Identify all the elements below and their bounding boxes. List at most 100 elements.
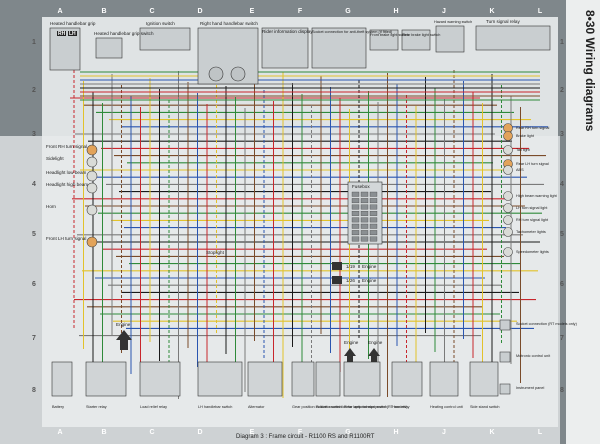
fuse-icon	[360, 236, 369, 242]
fuse-icon	[360, 204, 369, 210]
right-component-label: Speedometer lights	[516, 250, 549, 254]
fuse-array	[351, 191, 378, 242]
center-components: Fusebox 1/19 Engine 1/26 Engine Stopligh…	[116, 181, 383, 364]
fuse-icon	[351, 217, 360, 223]
fuse-icon	[369, 211, 378, 216]
right-component-label: ABS	[516, 168, 524, 172]
rh-switch-dial-icon	[208, 66, 224, 82]
column-label: F	[298, 429, 303, 436]
right-component-label: Tachometer lights	[516, 230, 546, 234]
label-ignition-switch: Ignition switch	[146, 21, 175, 26]
row-label: 6	[560, 281, 564, 288]
rh-handlebar-switch-box	[197, 27, 259, 85]
row-label: 8	[560, 387, 564, 394]
diagram-caption: Diagram 3 : Frame circuit - R1100 RS and…	[236, 434, 375, 440]
wires	[70, 70, 548, 399]
right-component-label: High beam warning light	[516, 194, 558, 198]
fuse-icon	[369, 217, 378, 223]
bottom-component-label: Starter relay	[86, 405, 107, 409]
left-component-label: Horn	[46, 204, 56, 209]
label-rear-brake-switch: Rear brake light switch	[402, 33, 440, 37]
row-label: 4	[32, 181, 36, 188]
fuse-icon	[369, 230, 378, 236]
bottom-component-label: Gear position indicator switch	[292, 405, 342, 409]
row-label: 4	[560, 181, 564, 188]
column-label: L	[538, 429, 543, 436]
lamp-icon	[503, 215, 513, 225]
lamp-icon	[503, 131, 513, 141]
lamp-icon	[503, 203, 513, 213]
bottom-component-label: Heating control unit	[430, 405, 464, 409]
column-label: G	[345, 429, 351, 436]
label-front-brake-switch: Front brake light switch	[370, 33, 409, 37]
label-hazard-switch: Hazard warning switch	[434, 20, 472, 24]
column-label: F	[298, 8, 303, 15]
column-label: B	[101, 8, 106, 15]
lamp-icon	[86, 156, 98, 168]
fuse-1-label: 1/19	[346, 264, 355, 269]
lamp-icon	[86, 170, 98, 182]
row-label: 3	[560, 131, 564, 138]
fuse-connector-2	[332, 276, 342, 284]
side-title: 8•30 Wiring diagrams	[583, 10, 597, 132]
lamp-icon	[86, 236, 98, 248]
bottom-component-label: Rear lamp breaker switch	[344, 405, 387, 409]
module-box	[499, 351, 511, 363]
fuse-icon	[360, 217, 369, 223]
bottom-component-label: Horn relay	[392, 405, 410, 409]
right-component-label: Tail light	[516, 148, 531, 152]
top-component-row: RH LH Heated handlebar grip Heated handl…	[49, 19, 551, 85]
label-rh-handlebar-switch: Right hand handlebar switch	[200, 21, 258, 26]
row-label: 2	[32, 87, 36, 94]
fuse-icon	[369, 204, 378, 210]
fuse-icon	[360, 230, 369, 236]
bottom-component-box	[139, 361, 181, 397]
engine-1-label: Engine	[362, 264, 377, 269]
row-label: 7	[32, 335, 36, 342]
column-label: A	[57, 429, 62, 436]
column-label: J	[442, 8, 446, 15]
page-margin	[566, 0, 600, 444]
column-label: C	[149, 8, 154, 15]
row-label: 7	[560, 335, 564, 342]
column-label: E	[250, 429, 255, 436]
bottom-component-row: Battery Starter relay Load relief relay LH …	[51, 361, 500, 409]
bottom-component-label: Load relief relay	[140, 405, 167, 409]
engine-3-label: Engine	[344, 340, 359, 345]
bottom-component-label: Battery	[52, 405, 64, 409]
ignition-switch-box	[139, 27, 191, 51]
right-component-label: RH turn signal light	[516, 218, 549, 222]
fuse-connector-1	[332, 262, 342, 270]
label-grip-switch: Heated handlebar grip switch	[94, 31, 154, 36]
label-rider-display: Rider information display	[262, 29, 313, 34]
bottom-component-label: LH handlebar switch	[198, 405, 232, 409]
front-brake-switch-box	[369, 29, 399, 51]
bottom-component-box	[291, 361, 315, 397]
fuse-icon	[360, 198, 369, 204]
lamp-icon	[503, 145, 513, 155]
engine-arrow-icon	[344, 348, 356, 364]
lamp-icon	[86, 144, 98, 156]
bottom-component-label: Alternator	[248, 405, 265, 409]
fuse-icon	[369, 191, 378, 197]
right-component-label: Rear LH turn signal	[516, 162, 549, 166]
right-component-label: Rear RH turn signal	[516, 126, 549, 130]
column-label: E	[250, 8, 255, 15]
grip-lh-label: LH	[69, 31, 76, 37]
column-label: H	[393, 429, 398, 436]
row-label: 5	[32, 231, 36, 238]
row-label: 5	[560, 231, 564, 238]
right-component-label: Motronic control unit	[516, 354, 551, 358]
row-label: 3	[32, 131, 36, 138]
row-label: 1	[560, 39, 564, 46]
lamp-icon	[503, 123, 513, 133]
turn-relay-box	[475, 25, 551, 51]
column-label: K	[489, 429, 494, 436]
fuse-icon	[351, 230, 360, 236]
module-box	[499, 383, 511, 395]
grip-lh-tag	[68, 31, 77, 36]
left-component-label: Headlight high beam	[46, 182, 88, 187]
